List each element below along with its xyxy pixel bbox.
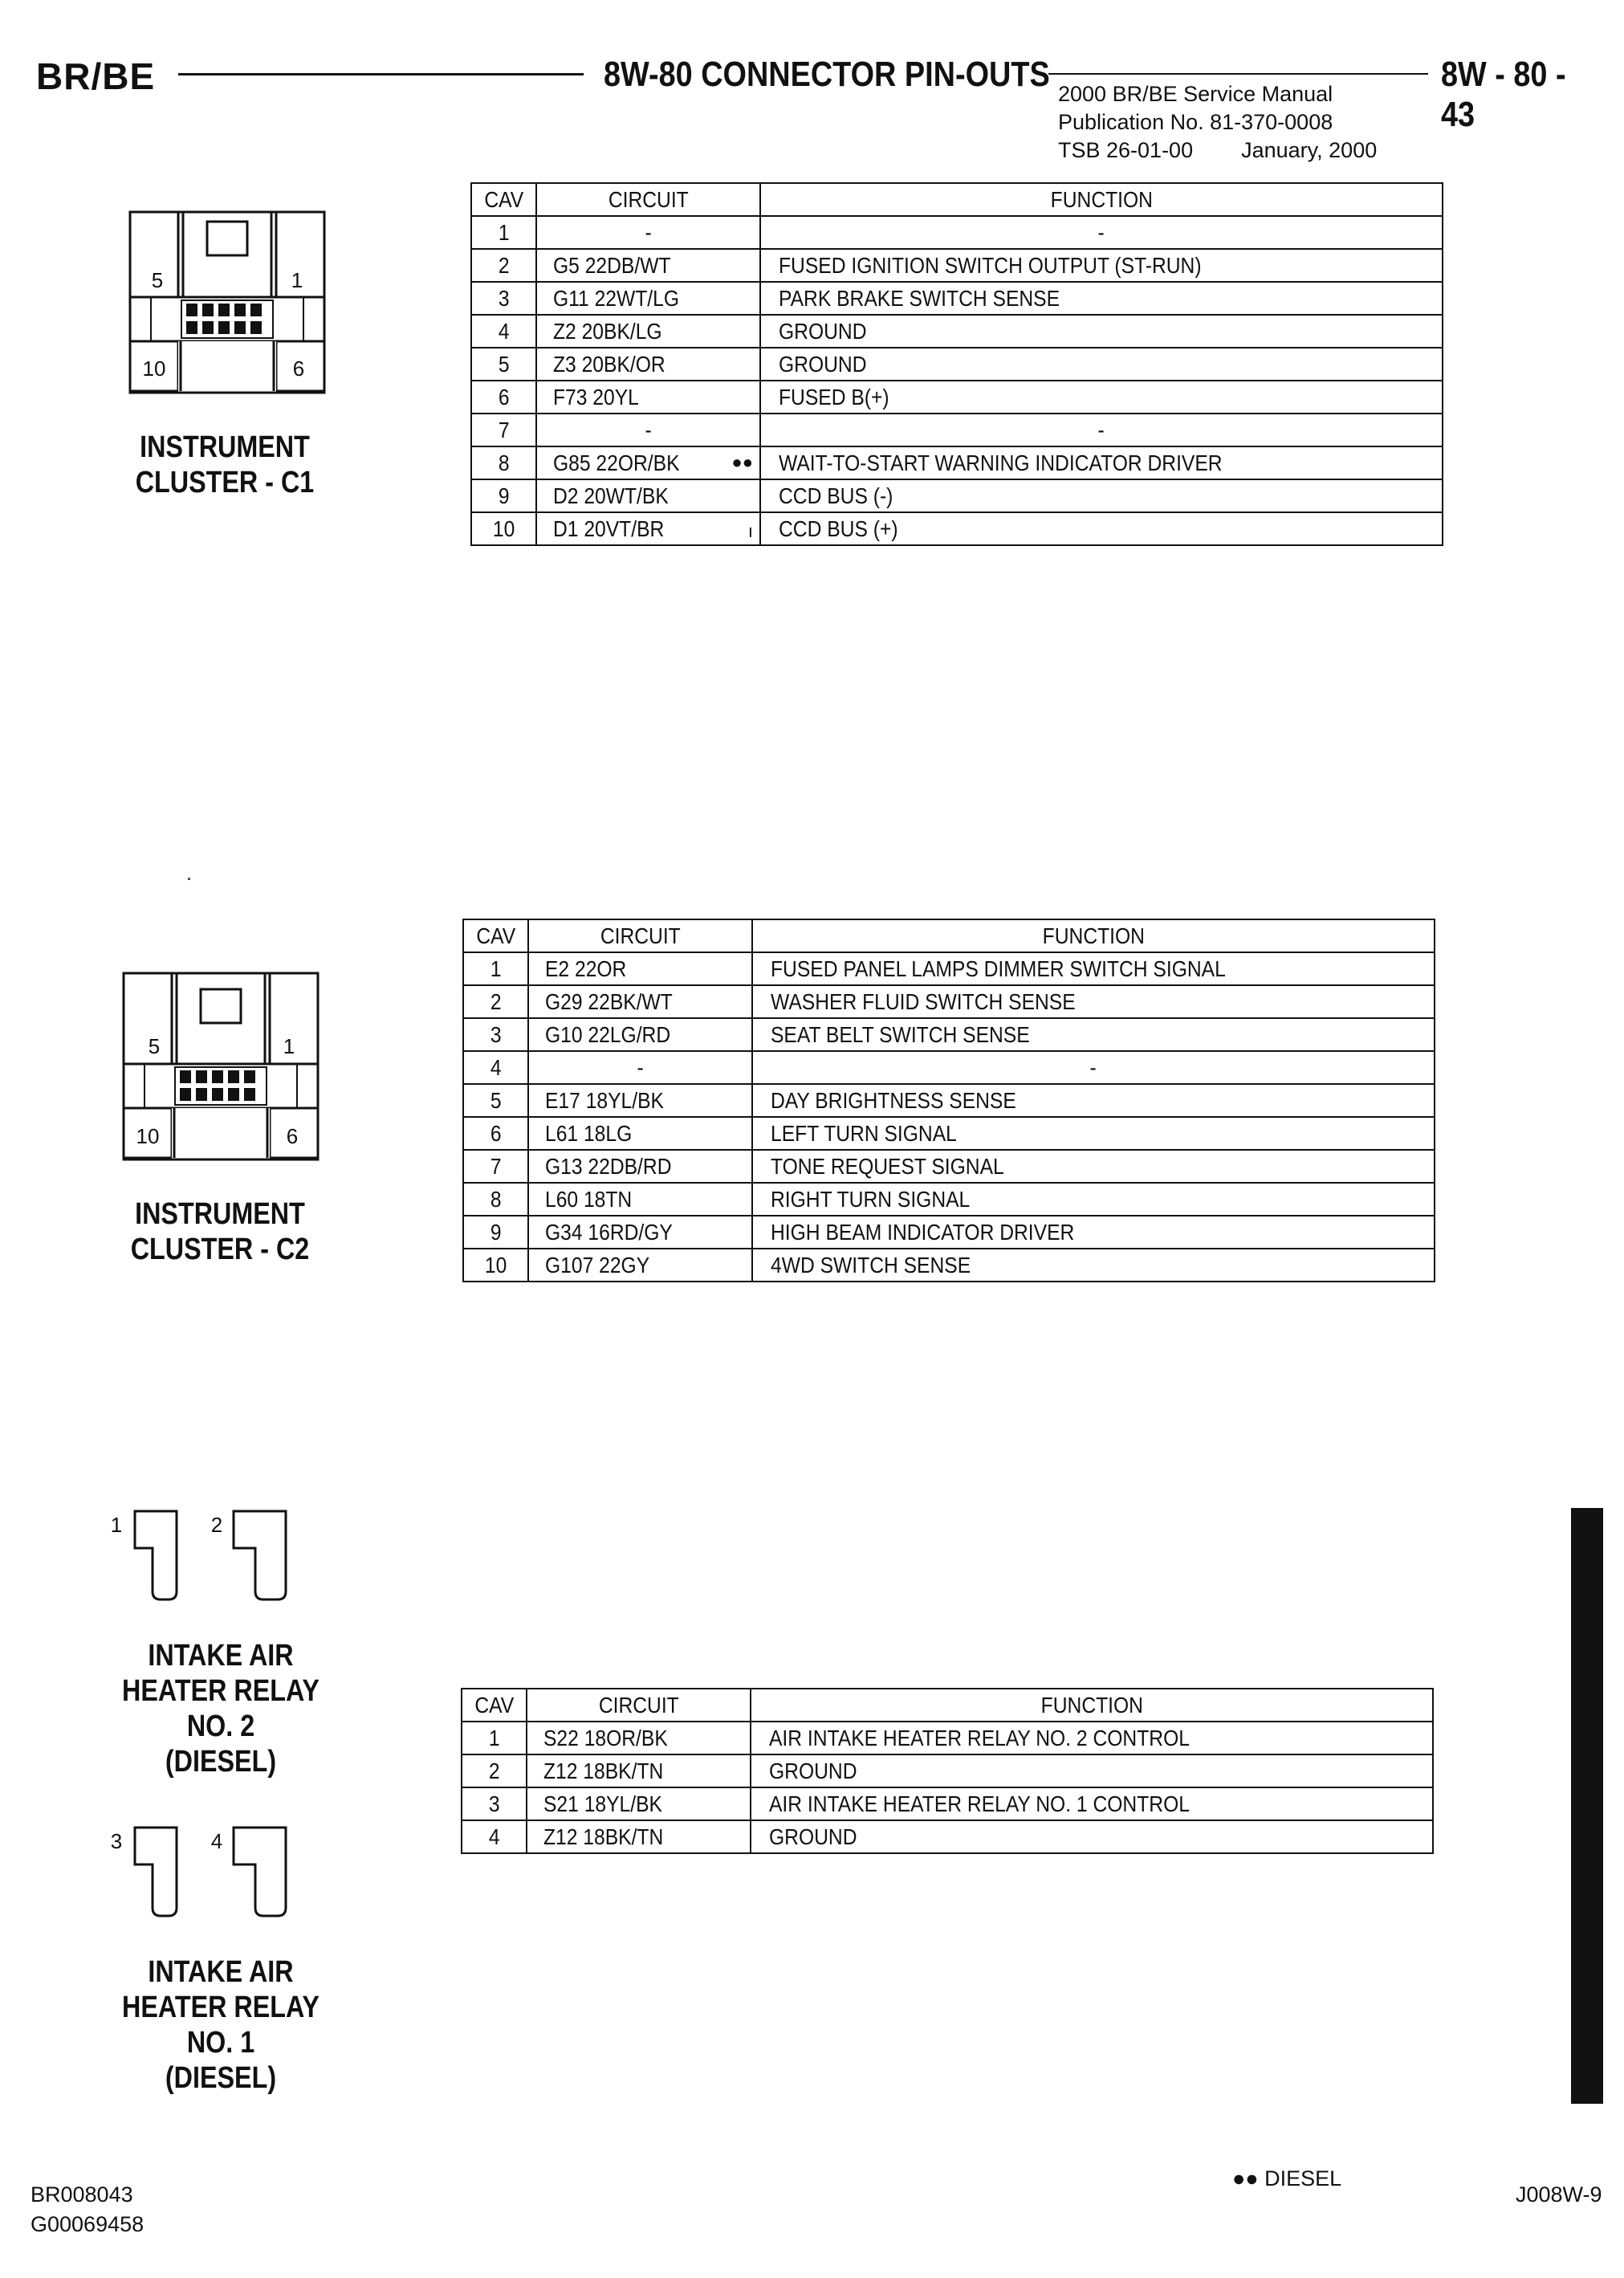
- publication-line: 2000 BR/BE Service Manual: [1058, 82, 1333, 106]
- connector-name-line: INTAKE AIR: [148, 1955, 294, 1989]
- instrument-cluster-c1-connector-diagram: 5 1 10 6: [128, 210, 326, 394]
- connector-name-line: INSTRUMENT: [140, 430, 310, 464]
- column-header-circuit: CIRCUIT: [527, 919, 753, 953]
- header-rule-right: [1048, 73, 1428, 75]
- tick-marker-icon: ı: [747, 521, 753, 541]
- connector-name-c1: INSTRUMENT CLUSTER - C1: [102, 430, 348, 500]
- diesel-legend: ●● DIESEL: [1232, 2166, 1342, 2190]
- connector-name-c2: INSTRUMENT CLUSTER - C2: [97, 1196, 343, 1267]
- connector-name-line: (DIESEL): [165, 2061, 277, 2095]
- publication-info: 2000 BR/BE Service Manual Publication No…: [1058, 80, 1377, 165]
- column-header-function: FUNCTION: [751, 919, 1435, 953]
- document-code: BR008043: [31, 2182, 133, 2207]
- pin-number: 6: [287, 1124, 298, 1148]
- connector-name-line: CLUSTER - C1: [135, 466, 315, 499]
- page-title: 8W-80 CONNECTOR PIN-OUTS: [604, 55, 1050, 94]
- table-row: 1--: [470, 215, 1443, 250]
- connector-name-relay-no2: INTAKE AIR HEATER RELAY NO. 2 (DIESEL): [98, 1638, 344, 1779]
- column-header-circuit: CIRCUIT: [526, 1688, 751, 1722]
- section-edge-tab: [1571, 1508, 1603, 2104]
- connector-name-line: INSTRUMENT: [135, 1197, 305, 1231]
- figure-reference: J008W-9: [1516, 2182, 1602, 2207]
- pin-number: 1: [283, 1034, 295, 1058]
- table-row: 7--: [470, 413, 1443, 447]
- pin-number: 6: [293, 357, 304, 381]
- pin-number: 10: [143, 357, 166, 381]
- column-header-function: FUNCTION: [750, 1688, 1434, 1722]
- column-header-cav: CAV: [462, 919, 529, 953]
- model-label: BR/BE: [36, 55, 156, 97]
- publication-line: TSB 26-01-00 January, 2000: [1058, 138, 1378, 162]
- page-number: 8W - 80 - 43: [1441, 55, 1566, 134]
- column-header-function: FUNCTION: [759, 182, 1443, 217]
- diesel-marker-icon: ●●: [731, 452, 753, 472]
- pin-number: 1: [291, 268, 303, 292]
- pin-number: 3: [111, 1829, 122, 1853]
- column-header-circuit: CIRCUIT: [535, 182, 761, 217]
- column-header-cav: CAV: [470, 182, 537, 217]
- connector-name-line: CLUSTER - C2: [130, 1233, 310, 1266]
- table-row: 4--: [462, 1050, 1435, 1085]
- relay-no1-terminal-diagram: 3 4: [111, 1826, 287, 1917]
- connector-name-line: HEATER RELAY: [122, 1991, 320, 2024]
- instrument-cluster-c2-connector-diagram: 5 1 10 6: [122, 972, 320, 1161]
- connector-name-line: NO. 1: [186, 2026, 255, 2060]
- relay-no2-terminal-diagram: 1 2: [111, 1510, 287, 1601]
- connector-name-line: (DIESEL): [165, 1745, 277, 1779]
- pin-number: 5: [149, 1034, 160, 1058]
- pin-number: 4: [211, 1829, 222, 1853]
- header-rule-left: [178, 73, 584, 75]
- connector-name-relay-no1: INTAKE AIR HEATER RELAY NO. 1 (DIESEL): [98, 1954, 344, 2096]
- pin-number: 10: [136, 1124, 160, 1148]
- connector-name-line: NO. 2: [186, 1710, 255, 1743]
- pin-number: 5: [152, 268, 163, 292]
- document-code: G00069458: [31, 2212, 144, 2236]
- pin-number: 2: [211, 1513, 222, 1537]
- column-header-cav: CAV: [461, 1688, 527, 1722]
- pin-number: 1: [111, 1513, 122, 1537]
- connector-name-line: HEATER RELAY: [122, 1674, 320, 1708]
- publication-line: Publication No. 81-370-0008: [1058, 110, 1333, 134]
- scan-dot: [188, 878, 190, 880]
- connector-name-line: INTAKE AIR: [148, 1639, 294, 1673]
